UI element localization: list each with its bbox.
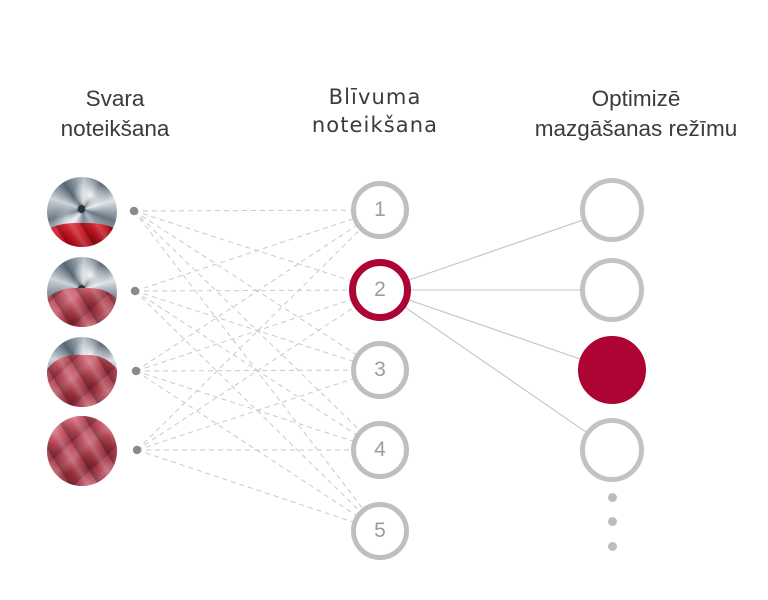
connection-line: [134, 218, 353, 292]
connection-line: [136, 449, 353, 523]
hidden-node-1[interactable]: 1: [351, 181, 409, 239]
connection-line: [136, 230, 360, 451]
input-connector-dot: [130, 286, 140, 296]
hidden-node-label: 5: [374, 519, 386, 542]
input-thumbnail-drum-load-level-3: [47, 337, 117, 407]
connection-line: [135, 370, 357, 516]
hidden-node-2[interactable]: 2: [349, 259, 411, 321]
connection-line: [409, 299, 581, 360]
connection-line: [133, 210, 363, 509]
connection-line: [134, 290, 360, 512]
output-node-wash-program-2[interactable]: [580, 258, 644, 322]
output-ellipsis-dot: [607, 492, 617, 502]
input-thumbnail-drum-load-level-1: [47, 177, 117, 247]
hidden-node-label: 2: [374, 278, 386, 301]
connection-line: [133, 210, 356, 355]
column-title-density-detection: Blīvuma noteikšana: [311, 85, 439, 137]
connection-line: [405, 307, 586, 433]
connection-line: [135, 299, 351, 372]
connection-line: [133, 210, 360, 431]
output-node-wash-program-1[interactable]: [580, 178, 644, 242]
connection-line: [409, 219, 582, 281]
connection-line: [133, 210, 351, 281]
connection-line: [136, 378, 353, 451]
laundry-fabric-fill: [47, 416, 117, 486]
output-node-wash-program-3[interactable]: [578, 336, 646, 404]
input-connector-dot: [131, 366, 141, 376]
connection-line: [135, 225, 357, 372]
column-title-weight-detection: Svara noteikšana: [60, 86, 170, 141]
output-ellipsis-dot: [607, 516, 617, 526]
connection-line: [135, 370, 353, 442]
hidden-node-3[interactable]: 3: [351, 341, 409, 399]
hidden-to-output-edges: [405, 219, 586, 433]
input-thumbnail-drum-load-level-4: [47, 416, 117, 486]
laundry-fabric-fill: [47, 223, 117, 247]
hidden-node-5[interactable]: 5: [351, 502, 409, 560]
connection-line: [134, 289, 350, 292]
input-connector-dot: [132, 445, 142, 455]
connection-line: [134, 290, 353, 362]
connection-line: [133, 209, 352, 212]
input-thumbnail-drum-load-level-2: [47, 257, 117, 327]
laundry-fabric-fill: [47, 287, 117, 327]
hidden-node-label: 4: [374, 438, 386, 461]
laundry-fabric-fill: [47, 355, 117, 407]
output-node-wash-program-4[interactable]: [580, 418, 644, 482]
output-ellipsis-dot: [607, 541, 617, 551]
hidden-node-label: 3: [374, 358, 386, 381]
input-connector-dots: [129, 206, 142, 455]
connection-line: [136, 306, 355, 451]
hidden-node-4[interactable]: 4: [351, 421, 409, 479]
hidden-node-label: 1: [374, 198, 386, 221]
connection-line: [135, 369, 352, 372]
input-to-hidden-edges: [133, 209, 363, 523]
input-connector-dot: [129, 206, 139, 216]
connection-line: [134, 290, 356, 435]
column-title-optimize-wash-program: Optimizē mazgāšanas režīmu: [534, 86, 738, 141]
